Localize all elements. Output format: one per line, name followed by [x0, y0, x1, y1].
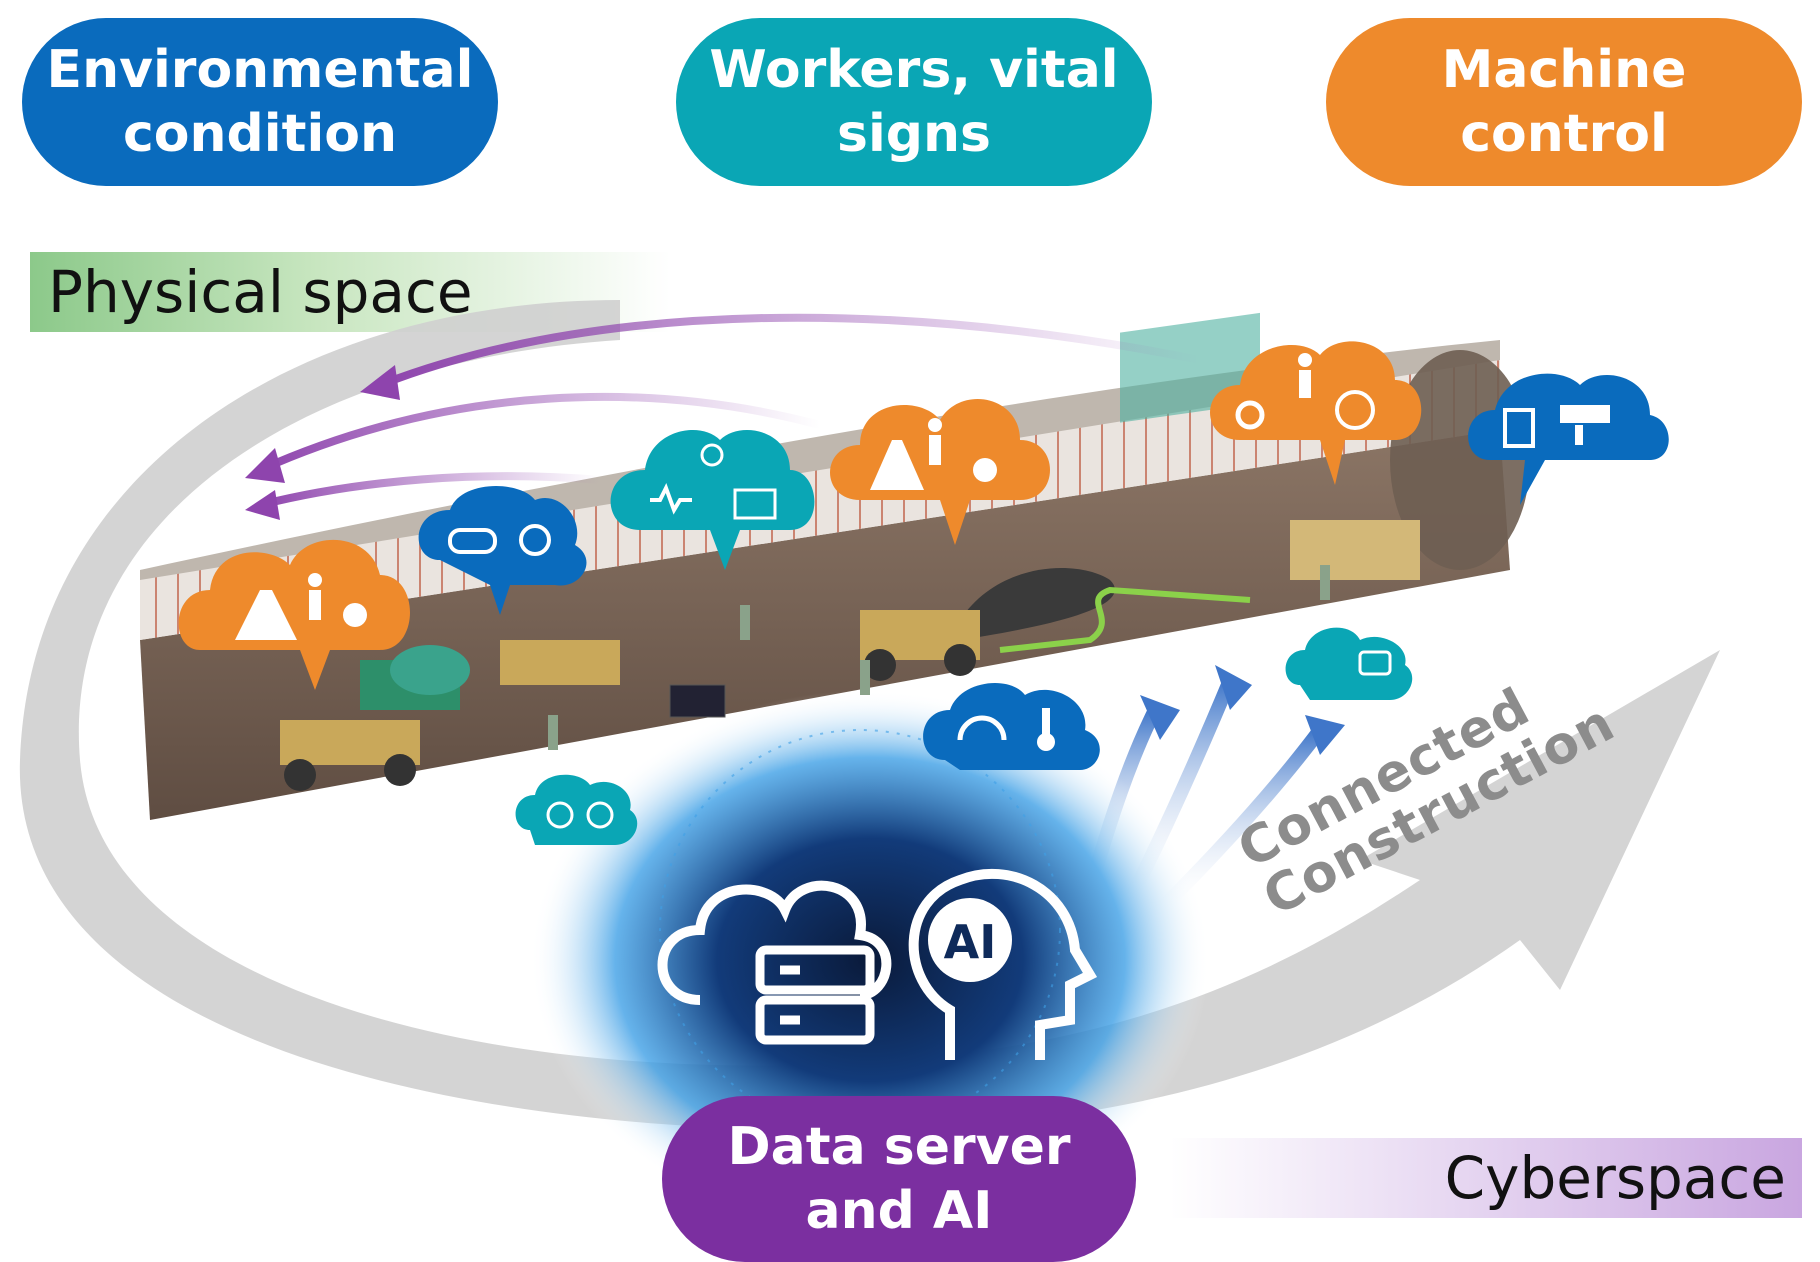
- machine-control-label: Machine control: [1326, 18, 1802, 186]
- worker-figures: [548, 565, 1330, 750]
- data-server-line-1: Data server: [727, 1117, 1071, 1177]
- road-icon: [870, 440, 924, 490]
- mixer-truck: [360, 645, 470, 710]
- location-pin-icon: [343, 603, 367, 627]
- heart-pulse-icon: [650, 482, 692, 515]
- machine-cloud-left: [178, 539, 410, 690]
- environmental-line-2: condition: [122, 104, 398, 164]
- data-cloud-camera: [1468, 373, 1669, 505]
- environmental-condition-label: Environmental condition: [22, 18, 498, 186]
- camera-icon: [1358, 650, 1392, 676]
- gears-icon: [1235, 400, 1265, 430]
- machine-cloud-middle: [830, 398, 1050, 545]
- virus-icon: [519, 524, 551, 556]
- person-icon: [928, 418, 942, 465]
- workers-cloud-faces: [515, 774, 638, 845]
- environment-cloud-gauge: [923, 683, 1100, 770]
- machine-line-1: Machine: [1441, 40, 1687, 100]
- server-icon: [755, 945, 875, 1045]
- gauge-icon: [957, 715, 1007, 741]
- signboard: [669, 684, 726, 718]
- id-card-icon: [733, 488, 777, 520]
- thermometer-icon: [1037, 708, 1055, 751]
- face-icon: [546, 801, 614, 829]
- purple-feedback-arrows: [245, 313, 1201, 520]
- workers-line-2: signs: [837, 104, 991, 164]
- environmental-line-1: Environmental: [46, 40, 474, 100]
- physical-space-label: Physical space: [30, 252, 670, 332]
- workers-cloud-health: [610, 430, 815, 570]
- machine-cloud-right: [1210, 341, 1422, 485]
- radar-icon: [1335, 390, 1375, 430]
- data-server-line-2: and AI: [805, 1181, 993, 1241]
- ai-head-text: AI: [944, 915, 997, 969]
- workers-cloud-camera: [1285, 627, 1413, 700]
- data-server-ai-label: Data server and AI: [662, 1096, 1136, 1262]
- cloud-icon: [657, 880, 892, 1005]
- workers-vital-signs-label: Workers, vital signs: [676, 18, 1152, 186]
- goggles-icon: [448, 528, 497, 554]
- environment-cloud-goggles: [418, 486, 587, 615]
- ai-head-icon: AI: [908, 868, 1098, 1060]
- sprayer-machine: [500, 640, 620, 685]
- person-icon: [308, 573, 322, 620]
- loader: [860, 610, 980, 681]
- cyberspace-text: Cyberspace: [1444, 1144, 1786, 1212]
- physical-space-text: Physical space: [48, 258, 473, 326]
- machine-line-2: control: [1460, 104, 1668, 164]
- person-icon: [1298, 353, 1312, 398]
- drill-jumbo: [1290, 520, 1420, 580]
- dump-truck: [280, 720, 420, 791]
- lightbulb-icon: [700, 443, 724, 467]
- cyberspace-label: Cyberspace: [1170, 1138, 1802, 1218]
- document-chart-icon: [1503, 408, 1535, 448]
- camera-icon: [1560, 405, 1610, 445]
- location-pin-icon: [973, 458, 997, 482]
- workers-line-1: Workers, vital: [709, 40, 1119, 100]
- road-icon: [235, 590, 297, 640]
